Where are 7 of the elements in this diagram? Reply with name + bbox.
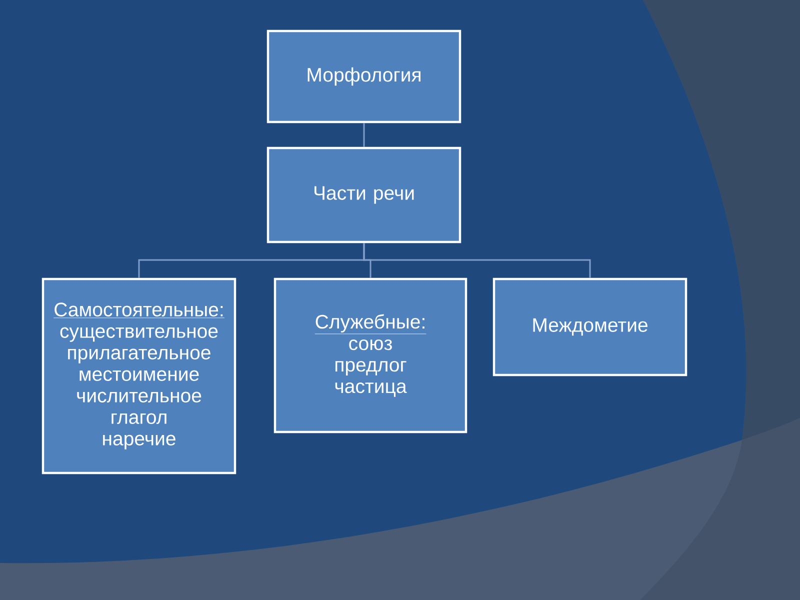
text-box: Служебные: союз предлог частица [274,278,468,434]
text-box: Части речи [266,146,462,244]
connector-line [363,123,365,147]
text-box: Морфология [266,30,462,124]
connector-line [363,243,591,278]
text-box: Самостоятельные: существительное прилагательное местоимение числительное глагол наречие [42,278,236,474]
text-box: Междометие [492,278,688,376]
